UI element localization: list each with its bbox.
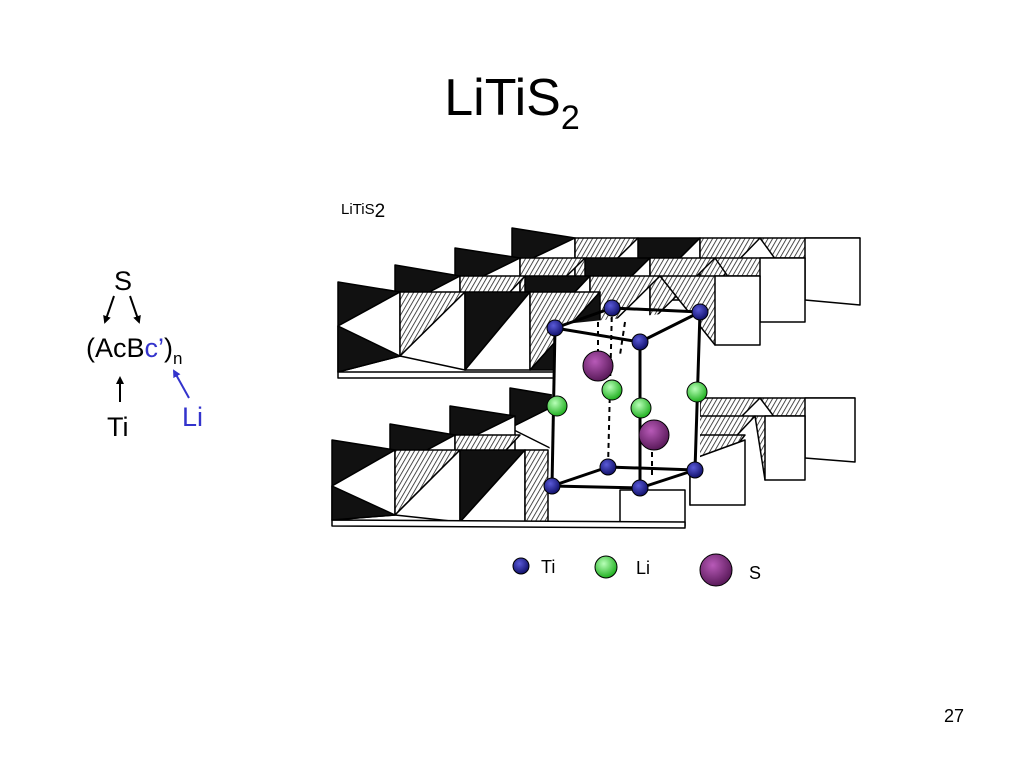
ti-atom (603, 299, 621, 317)
ti-atom (543, 477, 561, 495)
s-atom (582, 350, 614, 382)
legend-li-label: Li (636, 558, 650, 578)
upper-octahedra-layer (337, 227, 861, 379)
slide-title: LiTiS2 (444, 69, 580, 137)
li-atom-icon (594, 555, 618, 579)
ti-atom (631, 333, 649, 351)
cell-cutaway (548, 310, 700, 488)
arrow-li-to-c-prime (173, 369, 190, 399)
atoms (543, 299, 709, 497)
li-atom (546, 395, 568, 417)
arrow-s-to-b (129, 295, 141, 324)
ti-atom (599, 458, 617, 476)
li-atom (630, 397, 652, 419)
arrow-s-to-a (103, 295, 115, 324)
legend-ti-label: Ti (541, 557, 555, 577)
ti-atom-icon (512, 557, 530, 575)
s-atom (638, 419, 670, 451)
legend-s-label: S (749, 563, 761, 583)
figure-label: LiTiS2 (341, 201, 385, 222)
ti-atom (546, 319, 564, 337)
page-number: 27 (943, 706, 964, 726)
unit-cell-hidden-edges (597, 307, 653, 478)
ti-atom (691, 303, 709, 321)
li-atom (601, 379, 623, 401)
atom-legend: Ti Li S (512, 553, 761, 587)
scheme-s-label: S (114, 266, 133, 296)
scheme-ti-label: Ti (107, 412, 129, 442)
scheme-li-label: Li (182, 402, 204, 432)
li-atom (686, 381, 708, 403)
ti-atom (686, 461, 704, 479)
lower-octahedra-layer (331, 387, 856, 529)
stacking-sequence: (AcBc’)n (86, 333, 183, 368)
s-atom-icon (699, 553, 733, 587)
ti-atom (631, 479, 649, 497)
